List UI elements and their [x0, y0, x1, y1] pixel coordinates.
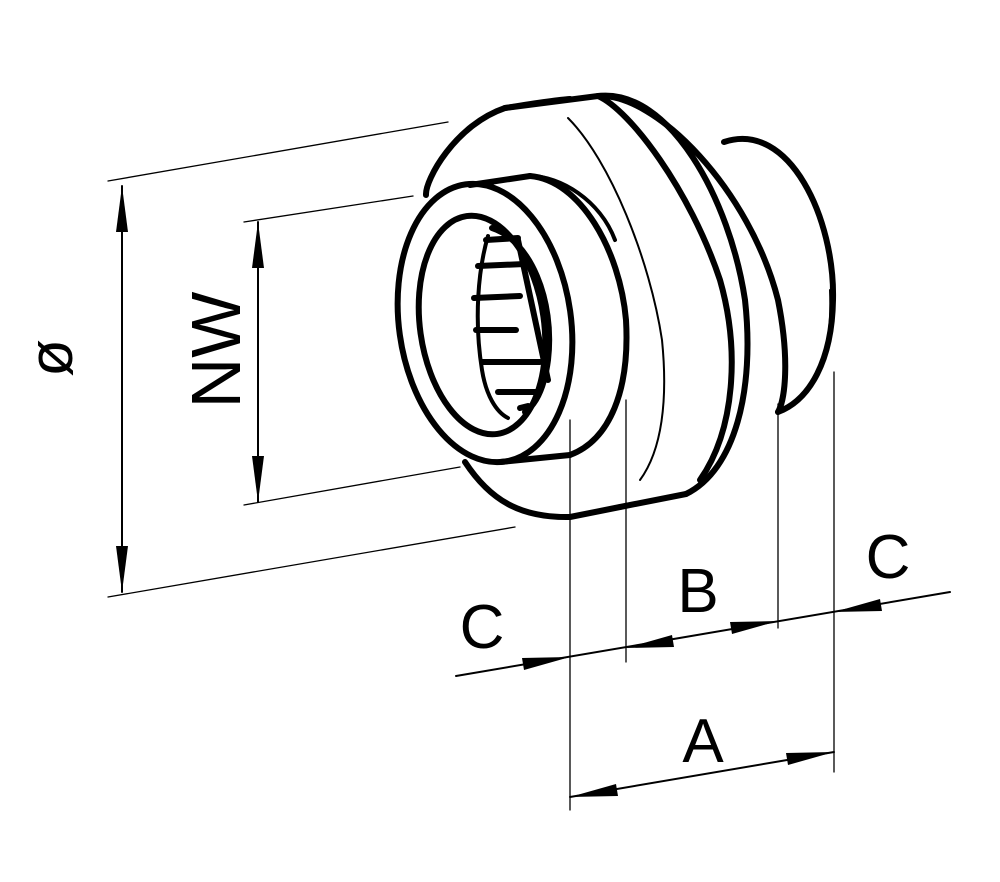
rear-collar: [721, 136, 837, 415]
arrow-head: [522, 657, 570, 670]
arrow-head: [834, 599, 882, 612]
arrow-head: [252, 456, 264, 502]
dimension-labels: ø NW C B C A: [17, 292, 910, 776]
front-flange: [423, 93, 735, 521]
arrow-head: [730, 621, 778, 634]
label-c-right: C: [866, 523, 911, 592]
label-nw: NW: [177, 292, 255, 409]
dimension-line-bc: [455, 591, 951, 677]
arrow-head: [116, 186, 128, 232]
front-opening: [394, 180, 576, 466]
inner-grille: [471, 235, 551, 411]
sleeve-body: [394, 92, 837, 521]
arrow-head: [786, 752, 834, 765]
label-c-left: C: [460, 593, 505, 662]
label-a: A: [682, 707, 724, 776]
arrow-head: [626, 635, 674, 648]
dimension-a: [569, 751, 835, 798]
dimension-nw: [252, 221, 264, 503]
arrow-head: [570, 784, 618, 797]
extension-lines: [107, 121, 835, 811]
arrow-head: [116, 546, 128, 592]
label-b: B: [677, 557, 718, 626]
arrow-head: [252, 222, 264, 268]
dimension-diameter: [116, 185, 128, 593]
label-diameter: ø: [17, 339, 86, 377]
